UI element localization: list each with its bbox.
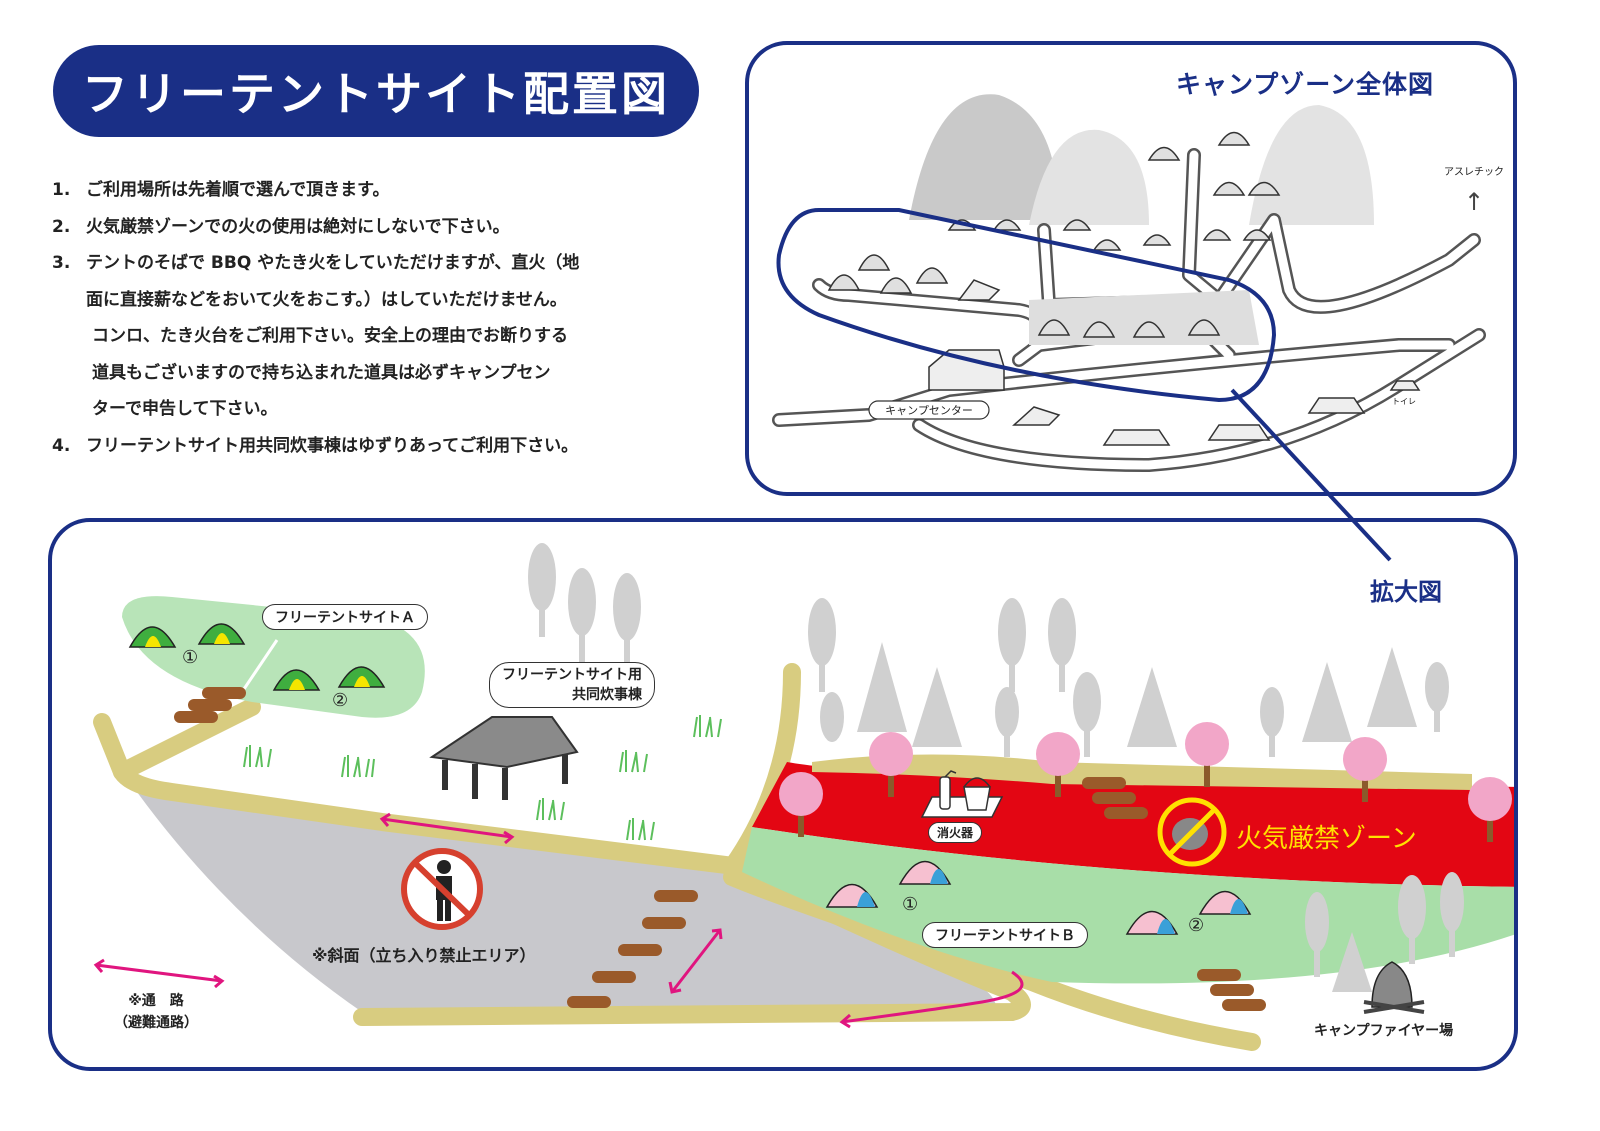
rule-item-1: 1. ご利用場所は先着順で選んで頂きます。 [52,180,390,200]
zoom-highlight-outline [776,208,1277,403]
site-b-tents [825,860,1252,935]
bucket-icon [963,777,991,811]
mountain-light-2 [1249,105,1374,225]
athletic-label: アスレチック [1444,166,1504,178]
path-legend-label: ※通 路 （避難通路） [114,993,198,1031]
no-entry-person-icon [401,848,483,930]
cherry-tree-icon [1343,737,1387,802]
tent-icon [197,623,246,645]
pavilion-icon [429,716,579,800]
overview-map: キャンプセンター トイレ アスレチック ↑ [745,41,1517,496]
no-fire-icon [1157,797,1227,867]
slope-area [137,792,996,1012]
extinguisher-label: 消火器 [928,822,983,843]
rule-item-2: 2. 火気厳禁ゾーンでの火の使用は絶対にしないで下さい。 [52,216,510,237]
site-a-label: フリーテントサイトＡ [262,604,428,630]
tent-icon [272,669,321,691]
zoom-label: 拡大図 [1370,577,1442,606]
tent-icon [128,626,177,648]
page-title: フリーテントサイト配置図 [53,45,699,137]
cherry-trees [779,722,1512,842]
site-a-number-1: ① [182,647,199,668]
tent-icon [337,666,386,688]
overview-map-drawing: キャンプセンター トイレ アスレチック ↑ [772,94,1504,472]
site-a-number-2: ② [332,690,349,711]
camp-center-label: キャンプセンター [885,404,973,417]
background-trees [528,543,1464,992]
mountain-dark [909,94,1059,220]
tent-icon [898,860,952,885]
cherry-tree-icon [869,732,913,797]
log-steps [174,687,1266,1011]
cherry-tree-icon [1468,777,1512,842]
kitchen-label: フリーテントサイト用 共同炊事棟 [489,662,655,708]
tent-icon [825,883,879,908]
mountain-light [1029,129,1149,225]
campfire-icon [1363,961,1425,1014]
rule-item-4: 4. フリーテントサイト用共同炊事棟はゆずりあってご利用下さい。 [52,435,579,456]
fire-ban-zone-label: 火気厳禁ゾーン [1236,824,1417,854]
rules-list: 1. ご利用場所は先着順で選んで頂きます。 2. 火気厳禁ゾーンでの火の使用は絶… [52,172,722,464]
toilet-label: トイレ [1392,397,1416,406]
cherry-tree-icon [1185,722,1229,787]
fire-extinguisher-icon [939,770,957,810]
cherry-tree-icon [779,772,823,837]
extinguisher-station [920,770,1004,818]
overview-title: キャンプゾーン全体図 [1176,70,1435,99]
campfire-label: キャンプファイヤー場 [1314,1023,1454,1039]
slope-note: ※斜面（立ち入り禁止エリア） [312,946,536,965]
overview-tents [827,131,1281,338]
athletic-arrow: ↑ [1464,188,1484,216]
tent-icon [1198,890,1252,915]
site-b-label: フリーテントサイトＢ [922,922,1088,948]
site-b-number-2: ② [1188,915,1205,936]
site-a-tents [128,623,386,691]
zoom-map: フリーテントサイトＡ ① ② フリーテントサイト用 共同炊事棟 火気厳禁ゾーン … [48,518,1518,1071]
site-b-number-1: ① [902,894,919,915]
tent-icon [1125,910,1179,935]
double-arrow-icons [93,812,1024,1029]
grass-tufts [243,715,722,841]
rule-item-3: 3. テントのそばで BBQ やたき火をしていただけますが、直火（地 面に直接薪… [52,253,580,419]
cherry-tree-icon [1036,732,1080,797]
